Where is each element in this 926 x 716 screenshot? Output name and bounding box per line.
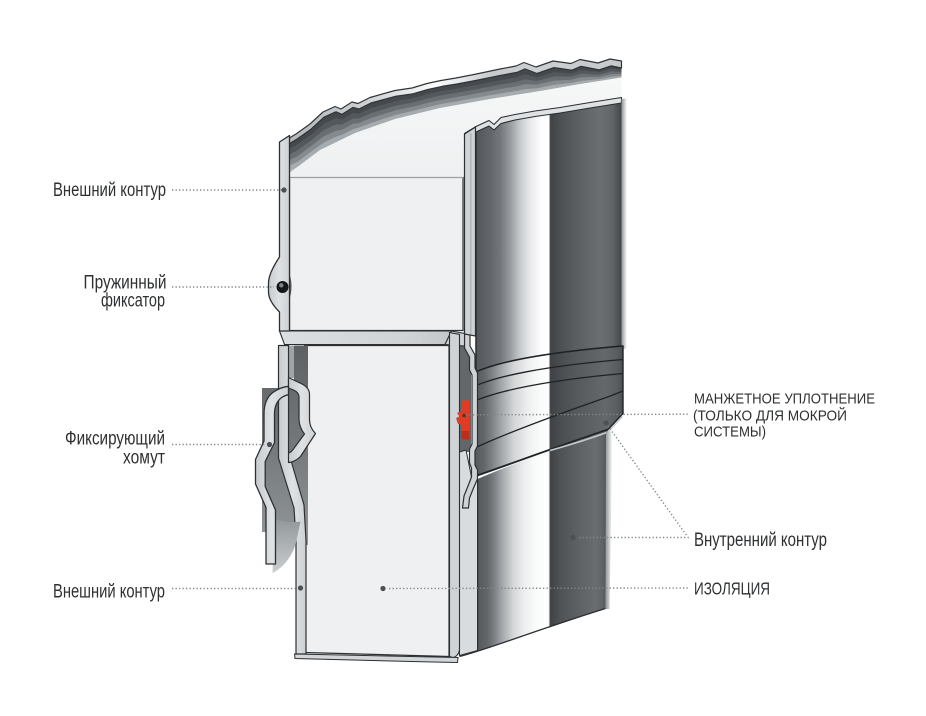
svg-text:фиксатор: фиксатор bbox=[101, 291, 165, 312]
svg-text:Пружинный: Пружинный bbox=[84, 273, 167, 294]
svg-text:СИСТЕМЫ): СИСТЕМЫ) bbox=[694, 425, 766, 441]
svg-text:ИЗОЛЯЦИЯ: ИЗОЛЯЦИЯ bbox=[694, 579, 770, 599]
svg-text:Внутренний контур: Внутренний контур bbox=[694, 530, 827, 551]
svg-text:(ТОЛЬКО ДЛЯ МОКРОЙ: (ТОЛЬКО ДЛЯ МОКРОЙ bbox=[693, 407, 847, 425]
svg-text:Внешний контур: Внешний контур bbox=[53, 180, 166, 201]
svg-text:хомут: хомут bbox=[123, 448, 165, 469]
svg-text:Внешний контур: Внешний контур bbox=[53, 582, 165, 603]
svg-text:Фиксирующий: Фиксирующий bbox=[65, 429, 165, 450]
svg-text:МАНЖЕТНОЕ УПЛОТНЕНИЕ: МАНЖЕТНОЕ УПЛОТНЕНИЕ bbox=[694, 392, 875, 408]
